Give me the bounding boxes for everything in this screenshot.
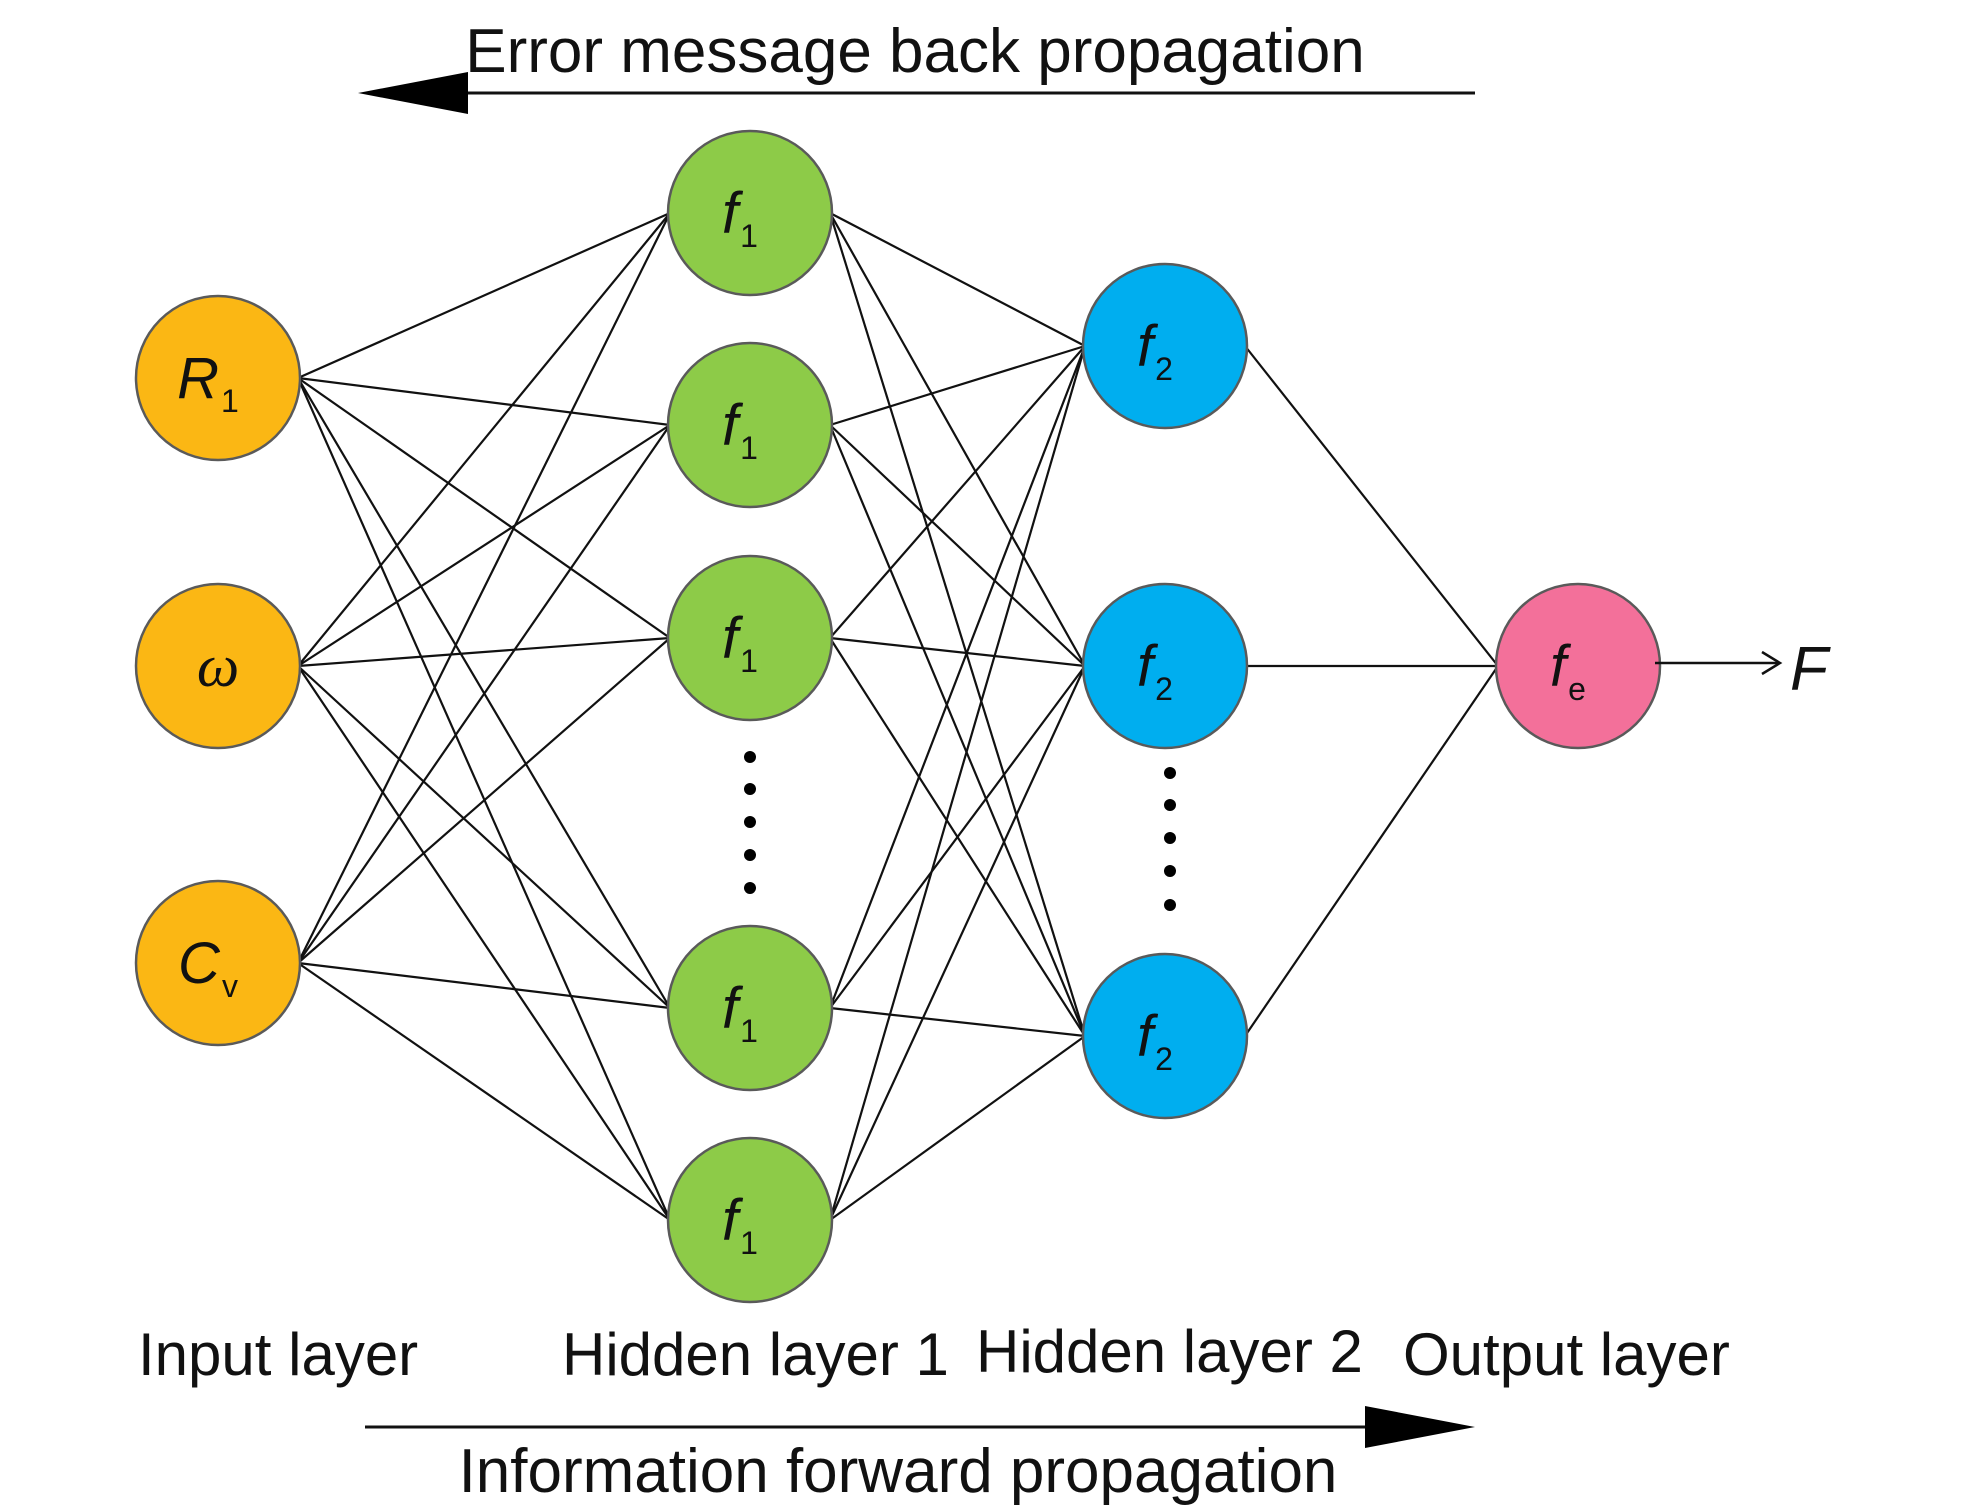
hidden2-node-circle — [1081, 952, 1249, 1120]
connection-hidden1-2-hidden2-1 — [829, 636, 1086, 668]
input-node-label: Cv — [178, 931, 238, 1004]
back-propagation-arrow — [358, 72, 1475, 114]
network-nodes: R1 ωCv f1 f1 f1 f1 f1 f2 f2 f2 fe — [134, 129, 1662, 1304]
ellipsis-dots — [744, 751, 1176, 911]
connection-hidden1-1-hidden2-1 — [829, 424, 1086, 667]
output-layer-label: Output layer — [1403, 1321, 1730, 1388]
connection-lines — [296, 211, 1499, 1221]
connection-input-0-hidden1-4 — [296, 377, 672, 1221]
hidden1-node-3: f1 — [666, 554, 834, 722]
connection-input-2-hidden1-2 — [297, 637, 671, 964]
hidden1-node-circle — [666, 554, 834, 722]
back-propagation-caption: Error message back propagation — [465, 17, 1364, 86]
connection-hidden1-3-hidden2-0 — [828, 345, 1087, 1009]
input-node-3: Cv — [134, 879, 302, 1047]
input-layer-label: Input layer — [138, 1321, 418, 1388]
connection-hidden1-4-hidden2-1 — [829, 665, 1086, 1221]
connection-hidden1-0-hidden2-1 — [829, 212, 1086, 667]
input-node-label: ω — [197, 633, 239, 699]
input-node-1: R1 — [134, 294, 302, 462]
input-node-2: ω — [134, 582, 302, 750]
connection-input-1-hidden1-0 — [297, 212, 671, 667]
hidden1-ellipsis-dot-3 — [744, 816, 756, 828]
hidden2-node-1: f2 — [1081, 262, 1249, 430]
hidden-layer-2-label: Hidden layer 2 — [976, 1318, 1363, 1385]
connection-input-2-hidden1-0 — [297, 212, 671, 964]
input-node-circle — [134, 582, 302, 750]
connection-input-1-hidden1-3 — [297, 665, 671, 1009]
hidden1-ellipsis-dot-2 — [744, 783, 756, 795]
input-node-circle — [134, 879, 302, 1047]
hidden2-ellipsis-dot-2 — [1164, 799, 1176, 811]
hidden1-ellipsis-dot-1 — [744, 751, 756, 763]
output-node-1: fe — [1494, 582, 1662, 750]
hidden1-node-4: f1 — [666, 924, 834, 1092]
connection-input-1-hidden1-1 — [297, 424, 671, 667]
connection-input-2-hidden1-4 — [297, 962, 671, 1221]
hidden2-node-2: f2 — [1081, 582, 1249, 750]
input-node-circle — [134, 294, 302, 462]
hidden2-ellipsis-dot-3 — [1164, 832, 1176, 844]
forward-propagation-arrow — [365, 1406, 1475, 1448]
hidden2-node-circle — [1081, 582, 1249, 750]
connection-hidden2-2-output-0 — [1244, 665, 1499, 1037]
connection-input-1-hidden1-4 — [297, 665, 671, 1221]
connection-hidden1-0-hidden2-0 — [829, 212, 1086, 347]
connection-input-0-hidden1-2 — [297, 377, 671, 639]
hidden1-node-circle — [666, 341, 834, 509]
hidden2-ellipsis-dot-4 — [1164, 865, 1176, 877]
hidden1-ellipsis-dot-5 — [744, 882, 756, 894]
connection-hidden1-0-hidden2-2 — [828, 212, 1087, 1037]
hidden2-ellipsis-dot-5 — [1164, 899, 1176, 911]
output-variable: F — [1790, 635, 1831, 704]
hidden1-node-circle — [666, 129, 834, 297]
connection-hidden1-4-hidden2-2 — [829, 1035, 1086, 1221]
hidden1-ellipsis-dot-4 — [744, 849, 756, 861]
connection-hidden1-4-hidden2-0 — [828, 345, 1087, 1221]
hidden1-node-2: f1 — [666, 341, 834, 509]
hidden1-node-1: f1 — [666, 129, 834, 297]
hidden1-node-5: f1 — [666, 1136, 834, 1304]
connection-hidden1-2-hidden2-0 — [829, 345, 1086, 639]
forward-propagation-caption: Information forward propagation — [459, 1437, 1338, 1506]
hidden-layer-1-label: Hidden layer 1 — [562, 1321, 949, 1388]
hidden2-ellipsis-dot-1 — [1164, 767, 1176, 779]
connection-hidden1-3-hidden2-1 — [829, 665, 1086, 1009]
connection-hidden2-0-output-0 — [1244, 345, 1499, 667]
connection-input-1-hidden1-2 — [297, 636, 671, 668]
hidden2-node-circle — [1081, 262, 1249, 430]
hidden1-node-circle — [666, 1136, 834, 1304]
hidden1-node-circle — [666, 924, 834, 1092]
connection-hidden1-3-hidden2-2 — [829, 1006, 1086, 1038]
connection-input-2-hidden1-3 — [297, 961, 671, 1010]
output-arrow — [1655, 650, 1783, 676]
connection-input-0-hidden1-0 — [297, 211, 671, 380]
connection-input-0-hidden1-1 — [297, 376, 671, 427]
connection-input-2-hidden1-1 — [297, 424, 671, 964]
output-node-circle — [1494, 582, 1662, 750]
hidden2-node-3: f2 — [1081, 952, 1249, 1120]
connection-hidden1-1-hidden2-2 — [828, 424, 1087, 1037]
connection-hidden1-1-hidden2-0 — [829, 344, 1086, 427]
